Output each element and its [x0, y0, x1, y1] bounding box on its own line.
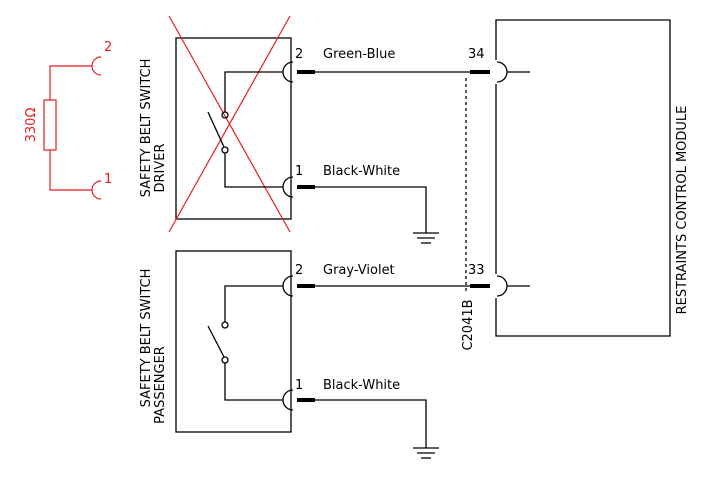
resistor-value-label: 330Ω [24, 108, 39, 143]
wire-color-label: Black-White [323, 378, 400, 393]
resistor-330-ohm: 2 1 330Ω [24, 40, 112, 200]
passenger-switch-label: SAFETY BELT SWITCH [139, 269, 154, 408]
passenger-switch-sublabel: PASSENGER [153, 346, 168, 424]
driver-switch: 2 1 SAFETY BELT SWITCH DRIVER [139, 15, 303, 233]
wire-color-label: Green-Blue [323, 47, 395, 62]
passenger-pin2-number: 2 [295, 263, 303, 278]
passenger-switch: 2 1 SAFETY BELT SWITCH PASSENGER [139, 250, 303, 433]
module-pin34-number: 34 [468, 47, 485, 62]
driver-switch-contact [221, 111, 229, 119]
driver-pin2-number: 2 [295, 47, 303, 62]
resistor-pin-top-label: 2 [104, 40, 112, 55]
wire-gray-violet: Gray-Violet [297, 263, 490, 288]
driver-switch-sublabel: DRIVER [153, 143, 168, 192]
wire-black-white-driver: Black-White [297, 164, 439, 244]
connector-label: C2041B [461, 299, 476, 350]
driver-switch-box [175, 37, 292, 220]
passenger-switch-contact [221, 321, 229, 329]
passenger-pin1-number: 1 [295, 378, 303, 393]
driver-switch-contact [221, 146, 229, 154]
wire-color-label: Black-White [323, 164, 400, 179]
wire-color-label: Gray-Violet [323, 263, 395, 278]
restraints-control-module: 34 33 RESTRAINTS CONTROL MODULE [468, 19, 690, 337]
driver-cross-line [168, 15, 291, 233]
driver-switch-blade [207, 111, 225, 148]
passenger-switch-box [175, 250, 292, 433]
resistor-pin-bottom-label: 1 [104, 172, 112, 187]
passenger-switch-contact [221, 356, 229, 364]
module-label: RESTRAINTS CONTROL MODULE [675, 106, 690, 315]
connector-c2041b: C2041B [461, 78, 476, 351]
wire-black-white-passenger: Black-White [297, 378, 439, 459]
driver-switch-label: SAFETY BELT SWITCH [139, 59, 154, 198]
driver-pin1-number: 1 [295, 164, 303, 179]
module-pin33-number: 33 [468, 263, 485, 278]
wire-green-blue: Green-Blue [297, 47, 490, 74]
ground-symbol [413, 447, 439, 459]
passenger-switch-blade [207, 325, 225, 358]
ground-symbol [413, 232, 439, 244]
